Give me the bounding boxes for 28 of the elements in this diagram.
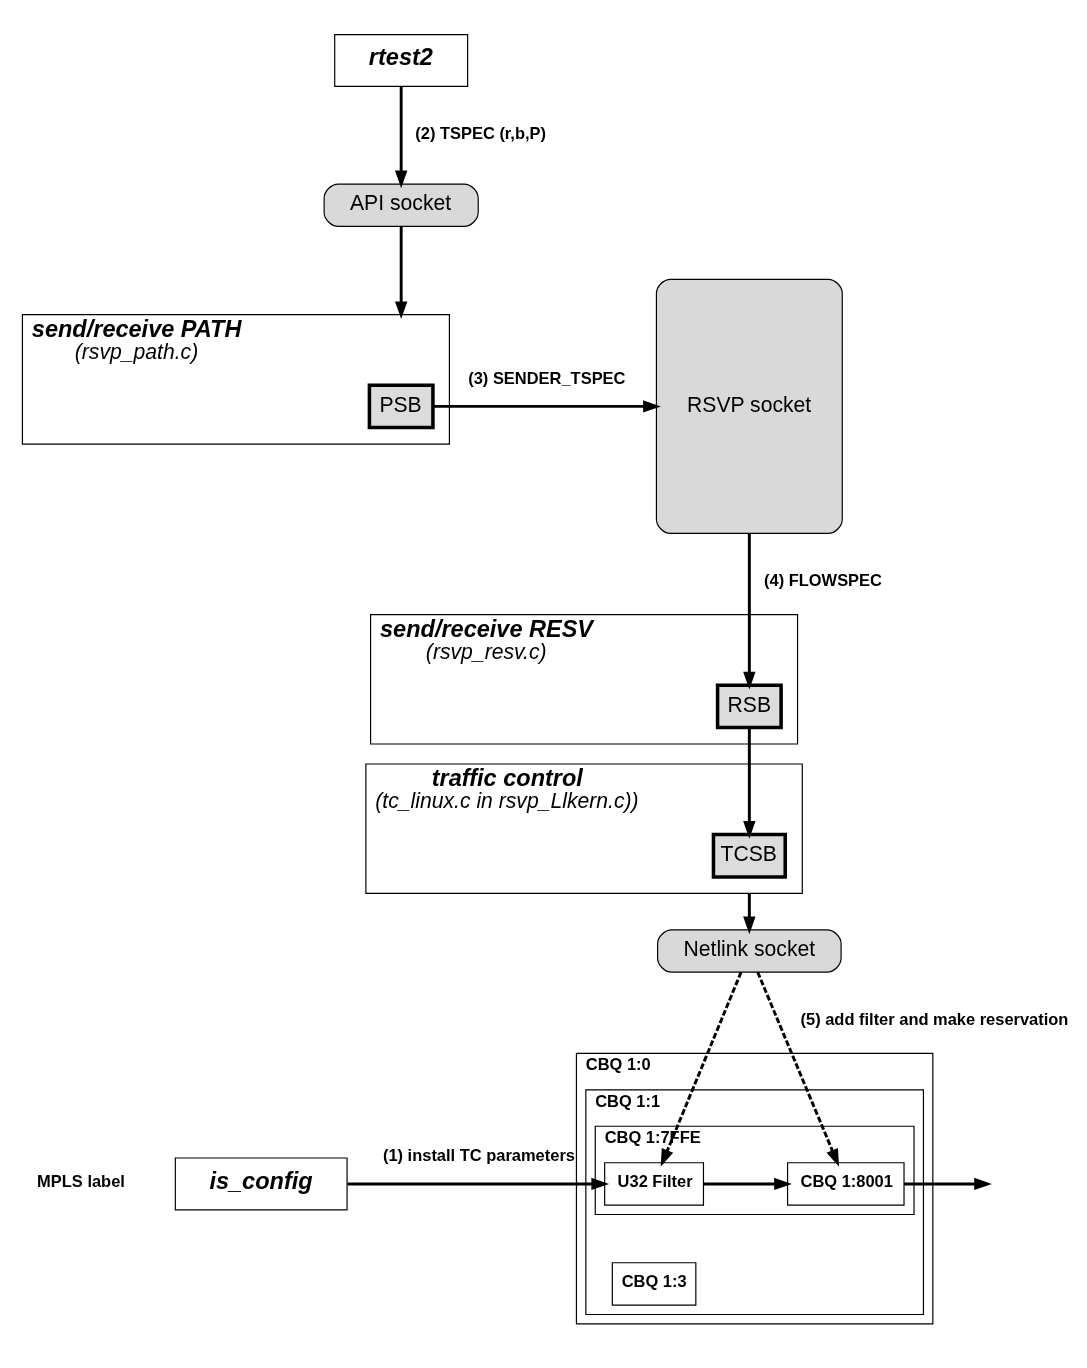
node-box: rtest2 <box>334 34 469 88</box>
edge-label: (1) install TC parameters <box>382 1146 575 1165</box>
node-box: API socket <box>323 183 479 228</box>
arrow <box>743 893 756 935</box>
arrow <box>743 727 756 839</box>
node-box: Netlink socket <box>657 929 842 973</box>
node-box: PSB <box>367 383 435 430</box>
node-box: is_config <box>174 1157 348 1211</box>
node-box: RSVP socket <box>655 278 843 535</box>
node-box: U32 Filter <box>604 1162 705 1206</box>
node-box: CBQ 1:8001 <box>787 1162 905 1206</box>
node-box: TCSB <box>711 832 787 879</box>
arrow <box>703 1177 792 1191</box>
arrow <box>660 971 743 1167</box>
arrow <box>395 86 408 189</box>
label: MPLS label <box>37 1172 125 1191</box>
edge-label: (4) FLOWSPEC <box>764 571 882 590</box>
arrow <box>395 226 408 320</box>
node-box: CBQ 1:3 <box>611 1262 697 1306</box>
arrow <box>756 971 840 1167</box>
node-box: RSB <box>715 683 783 730</box>
arrow <box>904 1177 992 1191</box>
arrow <box>743 533 756 690</box>
arrow <box>433 400 661 413</box>
edge-label: (3) SENDER_TSPEC <box>468 368 626 387</box>
edge-label: (2) TSPEC (r,b,P) <box>415 124 547 143</box>
edge-label: (5) add filter and make reservation <box>800 1009 1069 1028</box>
arrow <box>347 1177 610 1191</box>
